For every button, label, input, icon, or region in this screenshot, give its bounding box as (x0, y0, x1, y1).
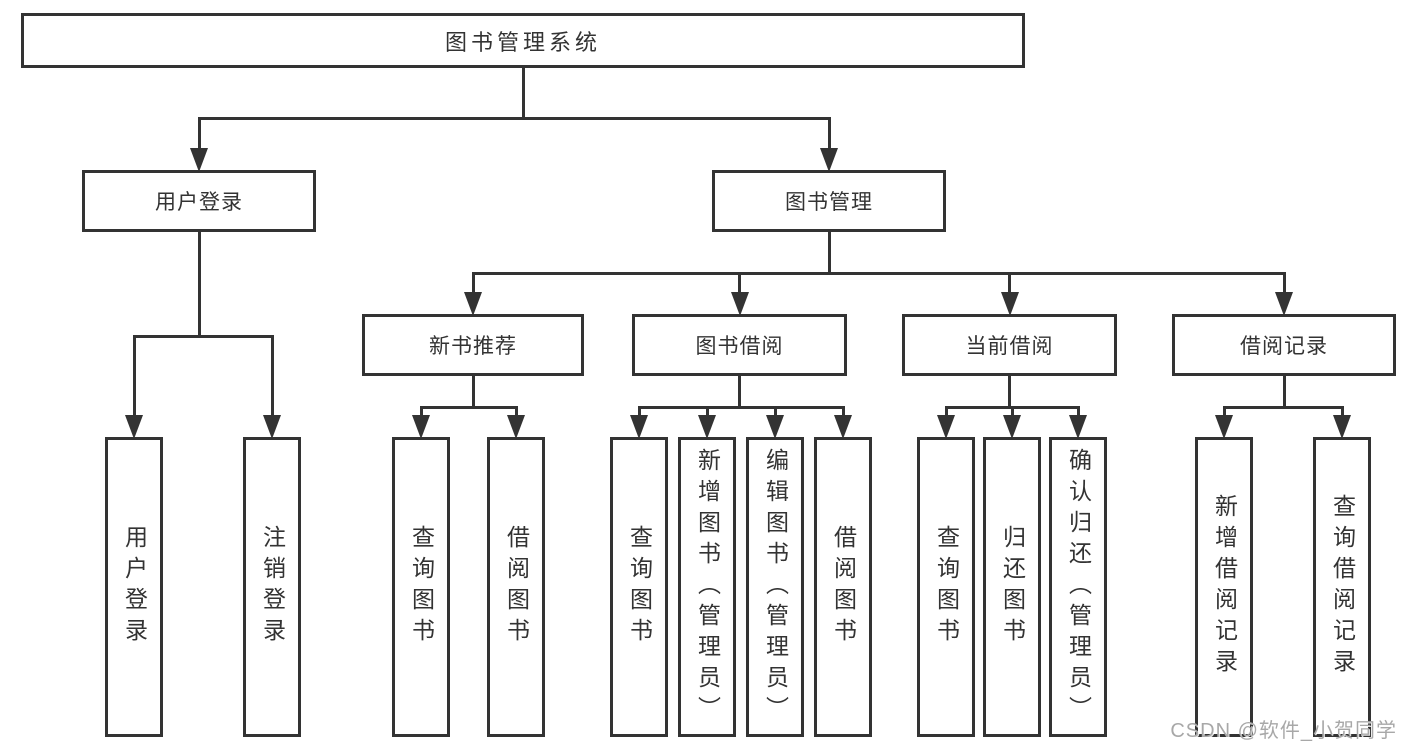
node-label-add-borrowing-record: 新增借阅记录 (1211, 494, 1238, 680)
node-query-books-borrow: 查询图书 (610, 437, 668, 737)
connector-line (639, 405, 843, 409)
connector-line (1008, 271, 1011, 294)
node-query-books-current: 查询图书 (917, 437, 975, 737)
connector-line (132, 334, 136, 417)
node-label-borrowing-records: 借阅记录 (1240, 335, 1328, 358)
arrow-down-icon (730, 292, 749, 316)
connector-line (944, 405, 948, 417)
connector-line (521, 68, 525, 118)
node-label-logout: 注销登录 (259, 525, 286, 649)
connector-line (773, 405, 777, 417)
connector-line (270, 334, 274, 417)
connector-line (738, 376, 741, 407)
connector-line (738, 271, 741, 294)
node-confirm-return-admin: 确认归还（管理员） (1049, 437, 1107, 737)
connector-line (827, 116, 831, 150)
node-label-current-borrowing: 当前借阅 (965, 335, 1054, 358)
node-query-books-recommend: 查询图书 (392, 437, 450, 737)
node-return-book: 归还图书 (983, 437, 1041, 737)
arrow-down-icon (1000, 292, 1019, 316)
connector-line (199, 116, 829, 120)
node-label-query-books-recommend: 查询图书 (408, 525, 435, 649)
arrow-down-icon (820, 148, 838, 172)
connector-line (419, 405, 423, 417)
connector-line (1224, 405, 1342, 409)
node-user-login: 用户登录 (105, 437, 163, 737)
node-label-borrow-books-borrow: 借阅图书 (830, 525, 857, 649)
connector-line (134, 334, 272, 338)
node-label-add-book-admin: 新增图书（管理员） (694, 447, 721, 727)
node-label-user-login: 用户登录 (121, 525, 148, 649)
connector-line (473, 271, 1284, 275)
arrow-down-icon (507, 415, 525, 439)
node-book-borrowing: 图书借阅 (632, 314, 847, 376)
node-add-book-admin: 新增图书（管理员） (678, 437, 736, 737)
connector-line (514, 405, 518, 417)
node-label-return-book: 归还图书 (999, 525, 1026, 649)
connector-line (471, 271, 475, 294)
arrow-down-icon (190, 148, 208, 172)
node-user-login-branch: 用户登录 (82, 170, 316, 232)
node-label-library-management-system: 图书管理系统 (444, 29, 601, 55)
connector-line (1282, 271, 1286, 294)
arrow-down-icon (1003, 415, 1021, 439)
connector-line (1222, 405, 1226, 417)
node-label-confirm-return-admin: 确认归还（管理员） (1065, 447, 1092, 727)
connector-line (637, 405, 641, 417)
connector-line (841, 405, 845, 417)
connector-line (1340, 405, 1344, 417)
arrow-down-icon (1275, 292, 1293, 316)
arrow-down-icon (412, 415, 430, 439)
connector-line (827, 232, 831, 273)
node-library-management-system: 图书管理系统 (21, 13, 1025, 68)
node-label-query-borrowing-record: 查询借阅记录 (1329, 494, 1356, 680)
node-query-borrowing-record: 查询借阅记录 (1313, 437, 1371, 737)
arrow-down-icon (937, 415, 955, 439)
arrow-down-icon (834, 415, 852, 439)
arrow-down-icon (698, 415, 716, 439)
node-logout: 注销登录 (243, 437, 301, 737)
arrow-down-icon (263, 415, 281, 439)
node-label-query-books-borrow: 查询图书 (626, 525, 653, 649)
node-borrowing-records: 借阅记录 (1172, 314, 1396, 376)
connector-line (705, 405, 709, 417)
connector-line (421, 405, 516, 409)
node-label-new-book-recommendation: 新书推荐 (429, 335, 517, 358)
arrow-down-icon (1069, 415, 1087, 439)
node-add-borrowing-record: 新增借阅记录 (1195, 437, 1253, 737)
node-borrow-books-borrow: 借阅图书 (814, 437, 872, 737)
node-book-management-branch: 图书管理 (712, 170, 946, 232)
arrow-down-icon (125, 415, 143, 439)
node-label-user-login-branch: 用户登录 (155, 191, 243, 214)
node-label-query-books-current: 查询图书 (933, 525, 960, 649)
node-label-book-management-branch: 图书管理 (785, 191, 873, 214)
connector-line (1008, 376, 1011, 407)
arrow-down-icon (1215, 415, 1233, 439)
node-label-borrow-books-recommend: 借阅图书 (503, 525, 530, 649)
connector-line (471, 376, 475, 407)
arrow-down-icon (630, 415, 648, 439)
node-label-book-borrowing: 图书借阅 (695, 335, 784, 358)
connector-line (197, 116, 201, 150)
node-edit-book-admin: 编辑图书（管理员） (746, 437, 804, 737)
csdn-watermark: CSDN @软件_小贺同学 (1170, 720, 1397, 742)
arrow-down-icon (1333, 415, 1351, 439)
connector-line (197, 232, 201, 336)
node-borrow-books-recommend: 借阅图书 (487, 437, 545, 737)
connector-line (1010, 405, 1014, 417)
arrow-down-icon (766, 415, 784, 439)
node-label-edit-book-admin: 编辑图书（管理员） (762, 447, 789, 727)
arrow-down-icon (464, 292, 482, 316)
node-new-book-recommendation: 新书推荐 (362, 314, 584, 376)
connector-line (1282, 376, 1286, 407)
node-current-borrowing: 当前借阅 (902, 314, 1117, 376)
connector-line (1076, 405, 1080, 417)
